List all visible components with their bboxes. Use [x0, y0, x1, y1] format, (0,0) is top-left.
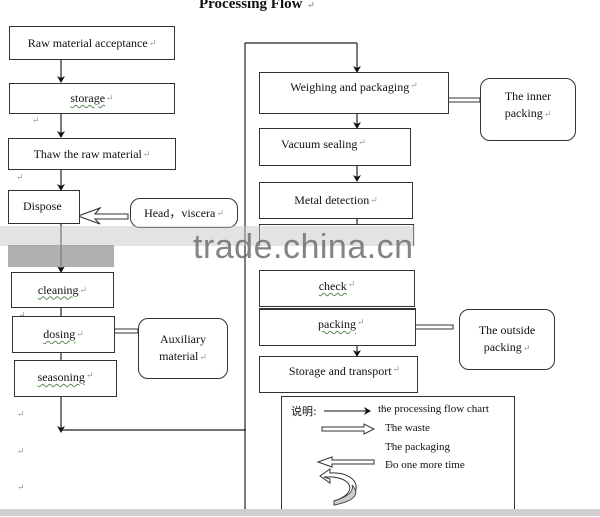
legend-box: 说明: the processing flow chart↵ The waste…	[281, 396, 515, 516]
paragraph-mark: ↵	[386, 459, 394, 469]
step-storage-transport: Storage and transport↵	[259, 356, 418, 393]
paragraph-mark: ↵	[216, 207, 224, 218]
input-label-line2: packing	[504, 106, 543, 120]
step-label: Thaw the raw material	[33, 146, 142, 161]
paragraph-mark: ↵	[17, 446, 25, 456]
step-label: storage	[70, 91, 106, 105]
curved-return-arrow-icon	[319, 468, 357, 506]
step-thaw-raw-material: Thaw the raw material↵	[8, 138, 176, 170]
step-packing: packing↵	[259, 308, 416, 346]
paragraph-mark: ↵	[357, 317, 365, 327]
waste-arrow-head-viscera	[76, 206, 129, 225]
step-label: Raw material acceptance	[27, 35, 148, 50]
step-dosing: dosing↵	[12, 316, 115, 353]
input-outside-packing: The outside packing↵	[459, 309, 555, 370]
legend-arrows	[316, 407, 376, 506]
step-label: cleaning	[37, 282, 79, 297]
paragraph-mark: ↵	[410, 80, 418, 90]
step-label: Storage and transport	[288, 364, 392, 378]
paragraph-mark: ↵	[76, 329, 84, 339]
step-metal-detection: Metal detection↵	[259, 182, 413, 219]
legend-label-flow: the processing flow chart	[378, 403, 489, 415]
watermark-band	[0, 226, 415, 246]
paragraph-mark: ↵	[32, 115, 40, 125]
paragraph-mark: ↵	[106, 93, 114, 103]
step-label: Vacuum sealing	[281, 137, 358, 151]
input-label: Head，viscera	[144, 205, 216, 220]
step-dispose: Dispose	[8, 190, 80, 224]
step-weighing-packaging: Weighing and packaging↵	[259, 72, 449, 114]
paragraph-mark: ↵	[379, 403, 387, 413]
step-label: Weighing and packaging	[290, 80, 410, 94]
legend-heading: 说明:	[291, 405, 317, 418]
paragraph-mark: ↵	[17, 482, 25, 492]
step-label: Dispose	[23, 199, 62, 213]
paragraph-mark: ↵	[392, 364, 401, 374]
hollow-arrow-right-icon	[321, 423, 376, 435]
input-label-line1: The outside	[478, 323, 536, 337]
step-vacuum-sealing: Vacuum sealing↵	[259, 128, 411, 166]
input-inner-packing: The inner packing↵	[480, 78, 576, 141]
step-label: seasoning	[37, 370, 85, 384]
paragraph-mark: ↵	[148, 37, 157, 48]
paragraph-mark: ↵	[386, 422, 394, 432]
paragraph-mark: ↵	[307, 0, 315, 10]
step-check: check↵	[259, 270, 415, 307]
watermark-band	[8, 245, 114, 267]
paragraph-mark: ↵	[79, 284, 88, 295]
step-raw-material-acceptance: Raw material acceptance↵	[9, 26, 175, 60]
step-storage: storage↵	[9, 83, 175, 114]
legend-label-waste: The waste	[385, 422, 430, 434]
input-label-line1: The inner	[504, 89, 552, 103]
step-label: dosing	[43, 327, 76, 341]
step-cleaning: cleaning↵	[11, 272, 114, 308]
watermark-text: trade.china.cn	[193, 228, 414, 266]
paragraph-mark: ↵	[18, 310, 26, 320]
input-head-viscera: Head，viscera↵	[130, 198, 238, 228]
diagram-title: Processing Flow ↵	[199, 0, 315, 13]
paragraph-mark: ↵	[16, 172, 24, 182]
input-label-line2: material	[159, 349, 199, 363]
hollow-arrow-left-icon	[316, 456, 375, 468]
page-bottom-edge	[0, 509, 600, 516]
legend-label-repeat: Do one more time	[385, 459, 465, 471]
input-label-line2: packing	[483, 340, 522, 354]
step-seasoning: seasoning↵	[14, 360, 117, 397]
paragraph-mark: ↵	[370, 195, 378, 205]
title-text: Processing Flow	[199, 0, 303, 12]
step-label: packing	[318, 317, 356, 331]
paragraph-mark: ↵	[543, 109, 552, 119]
paragraph-mark: ↵	[142, 148, 151, 159]
paragraph-mark: ↵	[347, 279, 356, 289]
paragraph-mark: ↵	[386, 441, 394, 451]
paragraph-mark: ↵	[85, 370, 94, 380]
paragraph-mark: ↵	[358, 137, 366, 147]
step-label: Metal detection	[294, 193, 370, 207]
step-label: check	[318, 279, 347, 293]
input-auxiliary-material: Auxiliary material↵	[138, 318, 228, 379]
legend-label-packaging: The packaging	[385, 441, 451, 453]
paragraph-mark: ↵	[199, 352, 207, 362]
paragraph-mark: ↵	[17, 409, 25, 419]
input-label-line1: Auxiliary	[160, 332, 206, 346]
paragraph-mark: ↵	[522, 343, 531, 353]
